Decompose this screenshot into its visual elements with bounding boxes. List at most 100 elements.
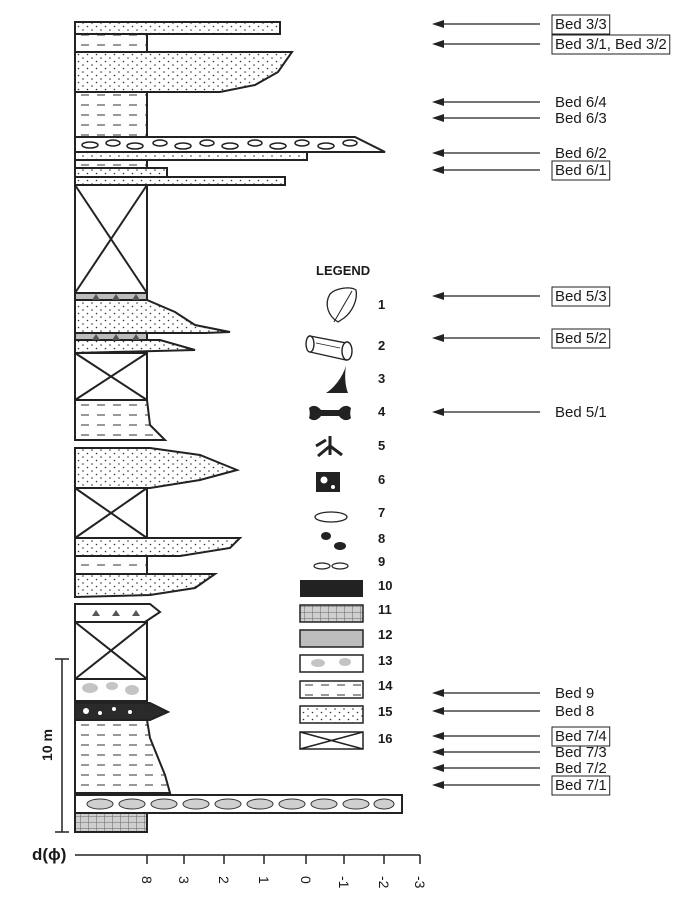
leaf-icon: [327, 288, 356, 322]
axis-title: d(ϕ): [32, 845, 66, 864]
dotted-box: [300, 706, 363, 723]
bed-annotation: Bed 8: [432, 703, 594, 720]
bed-arrow-head: [432, 707, 444, 715]
axis-tick-label: 1: [256, 876, 272, 884]
scale-bar: [55, 659, 69, 832]
bed-label: Bed 6/3: [555, 110, 607, 127]
bed-arrow-head: [432, 408, 444, 416]
bed-arrow-head: [432, 149, 444, 157]
bed-label: Bed 5/3: [555, 288, 607, 305]
bed-annotation: Bed 5/3: [432, 287, 610, 306]
bed-arrow-head: [432, 98, 444, 106]
legend-number: 15: [378, 704, 392, 719]
legend-number: 12: [378, 627, 392, 642]
root-trace-icon: [316, 436, 342, 456]
bed-label: Bed 7/4: [555, 728, 607, 745]
bed-annotation: Bed 6/4: [432, 94, 607, 111]
legend-number: 5: [378, 438, 385, 453]
sandstone-layer: [75, 448, 237, 488]
bed-annotation: Bed 5/2: [432, 329, 610, 348]
mudstone-layer: [75, 400, 165, 440]
scale-bar-label: 10 m: [39, 729, 55, 761]
clast-block-icon: [316, 472, 340, 492]
bed-arrow-head: [432, 732, 444, 740]
legend-number: 1: [378, 297, 385, 312]
bed-annotation: Bed 3/3: [432, 15, 610, 34]
bed-arrow-head: [432, 20, 444, 28]
sandstone-layer: [75, 22, 280, 34]
bed-annotation: Bed 7/2: [432, 760, 607, 777]
bed-label: Bed 5/1: [555, 404, 607, 421]
legend-title: LEGEND: [316, 263, 370, 278]
pebbles-icon: [321, 532, 346, 550]
legend-icons: [300, 288, 363, 749]
axis-tick-label: 2: [216, 876, 232, 884]
bed-arrow-head: [432, 781, 444, 789]
bed-label: Bed 7/2: [555, 760, 607, 777]
log-icon: [306, 336, 352, 360]
bed-annotation: Bed 5/1: [432, 404, 607, 421]
axis-tick-label: -1: [336, 876, 352, 889]
cross-box: [300, 732, 363, 749]
bed-label: Bed 6/4: [555, 94, 607, 111]
bed-label: Bed 7/3: [555, 744, 607, 761]
bed-annotation: Bed 6/1: [432, 161, 610, 180]
bed-label: Bed 5/2: [555, 330, 607, 347]
bed-annotation: Bed 3/1, Bed 3/2: [432, 35, 670, 54]
bed-arrow-head: [432, 689, 444, 697]
bed-annotation: Bed 9: [432, 685, 594, 702]
mudstone-layer: [75, 92, 147, 137]
legend-numbers: 12345678910111213141516: [378, 297, 393, 746]
sandstone-layer: [75, 340, 195, 353]
legend-number: 4: [378, 404, 386, 419]
sandstone-layer: [75, 168, 167, 177]
bed-label: Bed 9: [555, 685, 594, 702]
bed-arrow-head: [432, 334, 444, 342]
black-box: [300, 580, 363, 597]
bed-annotation: Bed 7/3: [432, 744, 607, 761]
bed-arrow-head: [432, 114, 444, 122]
axis-tick-label: 0: [298, 876, 314, 884]
legend-number: 9: [378, 554, 385, 569]
axis-tick-labels: 8 3 2 1 0 -1 -2 -3: [139, 876, 428, 889]
bed-label: Bed 7/1: [555, 777, 607, 794]
axis-tick-label: 3: [176, 876, 192, 884]
bed-label: Bed 3/3: [555, 16, 607, 33]
legend-number: 14: [378, 678, 393, 693]
legend-number: 11: [378, 602, 392, 617]
mudstone-layer: [75, 34, 147, 52]
bed-label: Bed 8: [555, 703, 594, 720]
lenses-icon: [314, 563, 348, 569]
bone-icon: [309, 406, 351, 420]
dashed-box: [300, 681, 363, 698]
sandstone-layer: [75, 52, 292, 92]
bed-label: Bed 6/2: [555, 145, 607, 162]
mudstone-layer: [75, 160, 147, 168]
bed-annotation: Bed 7/1: [432, 776, 610, 795]
mudstone-layer: [75, 556, 147, 574]
axis-tick-label: -2: [376, 876, 392, 889]
tooth-icon: [326, 366, 348, 393]
sandstone-layer: [75, 152, 307, 160]
bed-annotation: Bed 6/2: [432, 145, 607, 162]
bed-arrow-head: [432, 292, 444, 300]
axis-tick-label: 8: [139, 876, 155, 884]
bed-label: Bed 6/1: [555, 162, 607, 179]
grid-box: [300, 605, 363, 622]
legend-number: 13: [378, 653, 392, 668]
bed-arrow-head: [432, 40, 444, 48]
mottled-box: [300, 655, 363, 672]
legend-number: 3: [378, 371, 385, 386]
legend-number: 16: [378, 731, 392, 746]
mudstone-layer: [75, 720, 170, 793]
grain-size-axis: [75, 855, 420, 864]
bed-arrow-head: [432, 764, 444, 772]
legend-number: 7: [378, 505, 385, 520]
legend-number: 6: [378, 472, 385, 487]
axis-tick-label: -3: [412, 876, 428, 889]
bed-annotation: Bed 6/3: [432, 110, 607, 127]
concretion-icon: [315, 512, 347, 522]
